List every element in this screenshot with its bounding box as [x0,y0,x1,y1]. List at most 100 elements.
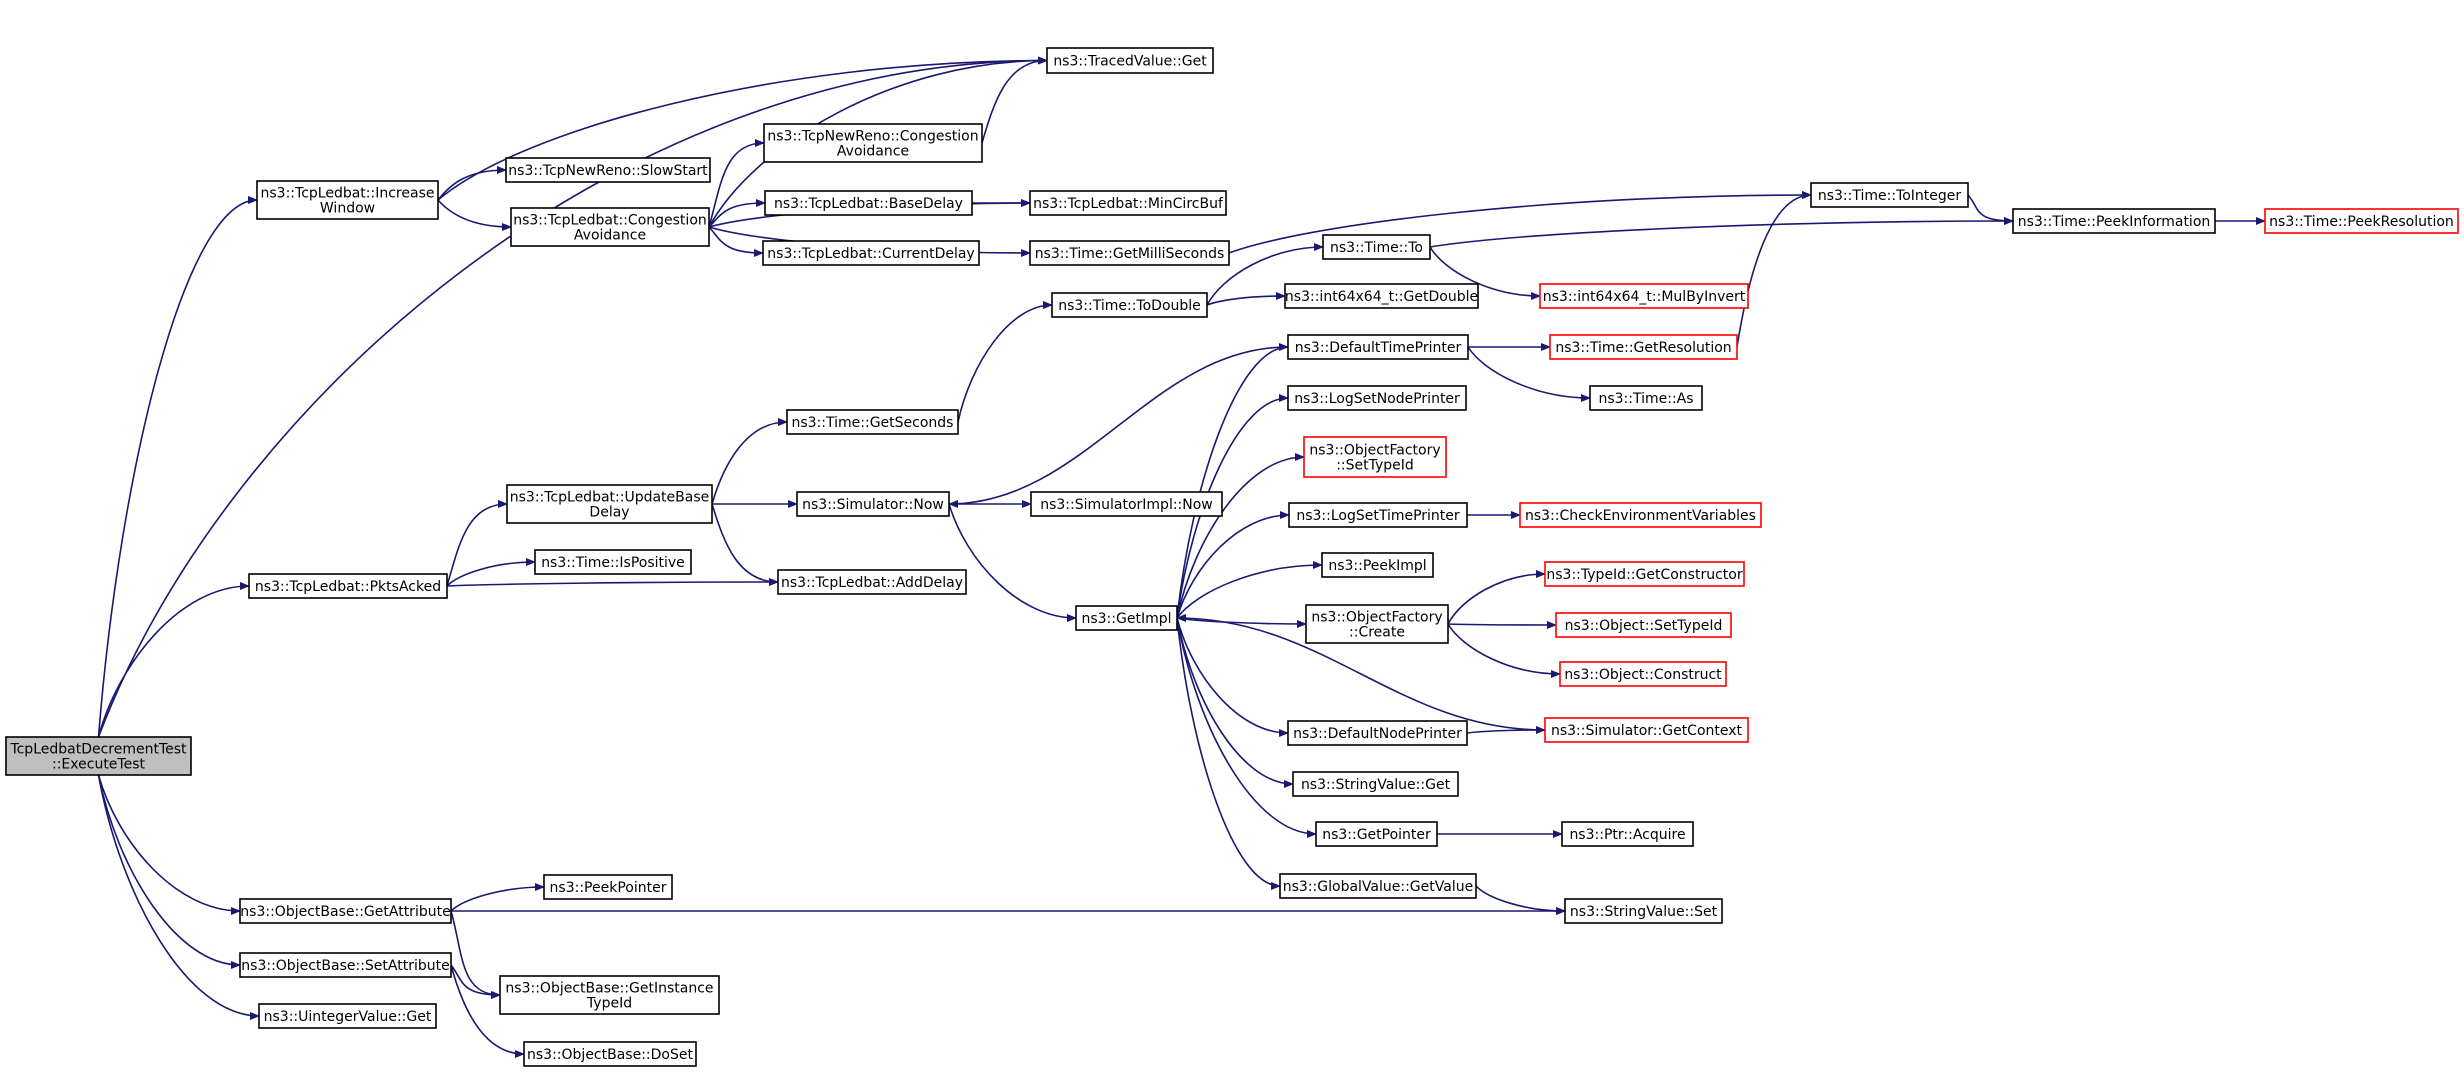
node-default-node-printer[interactable]: ns3::DefaultNodePrinter [1287,720,1468,746]
node-getpointer[interactable]: ns3::GetPointer [1315,821,1438,847]
node-object-settypeid[interactable]: ns3::Object::SetTypeId [1555,612,1732,638]
node-object-construct[interactable]: ns3::Object::Construct [1559,661,1727,687]
node-ledbat-currentdelay[interactable]: ns3::TcpLedbat::CurrentDelay [762,240,980,266]
node-time-to[interactable]: ns3::Time::To [1322,234,1431,260]
node-time-peekinformation[interactable]: ns3::Time::PeekInformation [2012,208,2216,234]
node-label: ns3::Time::ToDouble [1058,298,1201,314]
node-label: ns3::ObjectBase::SetAttribute [241,958,449,974]
node-ledbat-adddelay[interactable]: ns3::TcpLedbat::AddDelay [777,569,967,595]
node-label: ns3::int64x64_t::MulByInvert [1543,289,1746,305]
node-label: ns3::SimulatorImpl::Now [1040,497,1213,513]
node-box [258,1003,437,1029]
node-box [1544,717,1749,743]
edge-default-time-printer-to-time-as [1467,346,1591,402]
node-objectfactory-create[interactable]: ns3::ObjectFactory::Create [1305,604,1449,644]
edge-ledbat-updatebasedelay-to-ledbat-adddelay [711,503,779,586]
node-log-set-time-printer[interactable]: ns3::LogSetTimePrinter [1288,502,1468,528]
edge-getimpl-to-default-time-printer [1176,343,1289,619]
node-label: Window [320,201,375,217]
node-peekimpl[interactable]: ns3::PeekImpl [1321,552,1434,578]
node-time-todouble[interactable]: ns3::Time::ToDouble [1051,292,1208,318]
node-box [786,409,959,435]
node-newreno-slowstart[interactable]: ns3::TcpNewReno::SlowStart [505,157,711,183]
node-time-tointeger[interactable]: ns3::Time::ToInteger [1810,182,1969,208]
node-log-set-node-printer[interactable]: ns3::LogSetNodePrinter [1287,385,1467,411]
node-peekpointer[interactable]: ns3::PeekPointer [543,874,673,900]
edge-objectfactory-create-to-typeid-getconstructor [1447,570,1546,625]
node-box [1564,898,1723,924]
node-box [534,549,692,575]
node-simulator-now[interactable]: ns3::Simulator::Now [796,491,950,517]
node-box [762,240,980,266]
node-time-as[interactable]: ns3::Time::As [1589,385,1703,411]
node-label: ns3::Time::GetSeconds [792,415,954,431]
node-label: ns3::TcpLedbat::Increase [261,186,435,202]
node-tracedvalue-get[interactable]: ns3::TracedValue::Get [1046,47,1214,74]
node-ledbat-basedelay[interactable]: ns3::TcpLedbat::BaseDelay [764,190,973,216]
node-int64-mulbyinvert[interactable]: ns3::int64x64_t::MulByInvert [1539,283,1749,309]
edge-objectfactory-create-to-object-construct [1447,623,1561,678]
edge-ledbat-pktsacked-to-ledbat-updatebasedelay [446,500,508,587]
edge-root-to-objectbase-getattribute [97,774,241,915]
node-stringvalue-set[interactable]: ns3::StringValue::Set [1564,898,1723,924]
node-label: ns3::Time::GetResolution [1555,340,1731,356]
node-time-getresolution[interactable]: ns3::Time::GetResolution [1549,334,1738,360]
edge-ledbat-congestion-to-ledbat-basedelay [708,199,766,228]
node-time-peekresolution[interactable]: ns3::Time::PeekResolution [2264,208,2459,234]
node-box [1288,502,1468,528]
node-globalvalue-getvalue[interactable]: ns3::GlobalValue::GetValue [1279,873,1477,899]
node-objectfactory-settypeid[interactable]: ns3::ObjectFactory::SetTypeId [1303,436,1447,478]
edge-objectbase-setattribute-to-objectbase-doset [450,964,525,1058]
node-label: TypeId [586,996,632,1012]
node-ptr-acquire[interactable]: ns3::Ptr::Acquire [1561,821,1694,847]
node-time-getmilliseconds[interactable]: ns3::Time::GetMilliSeconds [1029,240,1230,266]
node-check-env-vars[interactable]: ns3::CheckEnvironmentVariables [1519,502,1762,528]
node-uintegervalue-get[interactable]: ns3::UintegerValue::Get [258,1003,437,1029]
edge-increase-window-to-tracedvalue-get [437,56,1048,201]
node-objectbase-doset[interactable]: ns3::ObjectBase::DoSet [523,1041,697,1067]
node-label: ns3::TcpLedbat::Congestion [513,213,707,229]
node-time-ispositive[interactable]: ns3::Time::IsPositive [534,549,692,575]
edge-ledbat-congestion-to-ledbat-currentdelay [708,226,764,257]
node-label: ns3::ObjectBase::GetAttribute [240,904,450,920]
node-ledbat-pktsacked[interactable]: ns3::TcpLedbat::PktsAcked [248,573,448,599]
edge-objectfactory-create-to-object-settypeid [1447,620,1557,629]
node-objectbase-setattribute[interactable]: ns3::ObjectBase::SetAttribute [239,952,452,978]
node-stringvalue-get[interactable]: ns3::StringValue::Get [1292,771,1459,797]
edge-globalvalue-getvalue-to-stringvalue-set [1475,885,1566,915]
node-simulatorimpl-now[interactable]: ns3::SimulatorImpl::Now [1030,491,1223,517]
node-time-getseconds[interactable]: ns3::Time::GetSeconds [786,409,959,435]
node-int64-getdouble[interactable]: ns3::int64x64_t::GetDouble [1284,283,1479,309]
node-box [1544,561,1745,587]
node-label: ns3::GetImpl [1081,611,1171,627]
edge-time-getseconds-to-time-todouble [957,301,1053,423]
node-getimpl[interactable]: ns3::GetImpl [1075,605,1178,631]
node-box [763,123,983,163]
edge-getimpl-to-peekimpl [1176,561,1323,619]
node-label: ns3::Ptr::Acquire [1569,827,1685,843]
node-label: ns3::StringValue::Get [1301,777,1451,793]
node-box [1810,182,1969,208]
node-box [1315,821,1438,847]
node-label: Delay [589,505,629,521]
node-objectbase-getattribute[interactable]: ns3::ObjectBase::GetAttribute [239,898,452,924]
edge-objectbase-getattribute-to-peekpointer [450,883,545,912]
edge-time-to-to-int64-mulbyinvert [1429,246,1541,300]
node-box [1287,334,1469,360]
node-default-time-printer[interactable]: ns3::DefaultTimePrinter [1287,334,1469,360]
edge-objectbase-getattribute-to-objectbase-getinstancetypeid [450,910,501,999]
node-typeid-getconstructor[interactable]: ns3::TypeId::GetConstructor [1544,561,1745,587]
node-simulator-getcontext[interactable]: ns3::Simulator::GetContext [1544,717,1749,743]
nodes-layer: TcpLedbatDecrementTest::ExecuteTestns3::… [5,47,2459,1067]
node-ledbat-mincircbuf[interactable]: ns3::TcpLedbat::MinCircBuf [1029,190,1227,216]
node-root[interactable]: TcpLedbatDecrementTest::ExecuteTest [5,736,192,776]
edge-increase-window-to-ledbat-congestion [437,199,512,231]
edge-root-to-increase-window [97,196,258,738]
edge-ledbat-updatebasedelay-to-time-getseconds [711,418,788,505]
edge-increase-window-to-newreno-slowstart [437,166,507,201]
